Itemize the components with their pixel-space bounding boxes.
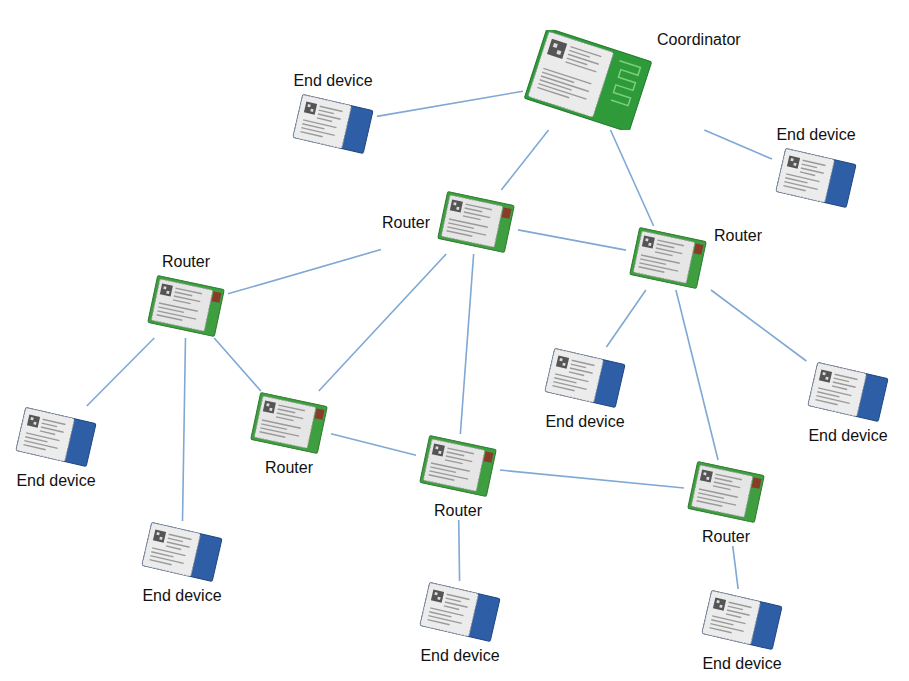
end-device-node: End device [541, 347, 629, 431]
router-node: Router [144, 252, 228, 338]
router-module [684, 460, 768, 524]
link-line [606, 290, 645, 347]
router-node: Router [247, 391, 331, 477]
node-label: End device [775, 125, 856, 144]
link-line [711, 290, 806, 361]
link-line [458, 520, 460, 581]
router-module [247, 391, 331, 455]
end-device-module [698, 589, 786, 651]
router-module [626, 226, 710, 290]
node-label: End device [807, 426, 888, 445]
router-node: Router [381, 190, 518, 254]
router-module [144, 274, 228, 338]
node-label: Router [713, 226, 763, 245]
link-line [377, 91, 523, 116]
link-line [228, 250, 381, 294]
end-device-node: End device [416, 581, 504, 665]
link-line [460, 254, 473, 434]
end-device-module [416, 581, 504, 643]
link-line [183, 338, 186, 521]
end-device-node: End device [289, 71, 377, 155]
end-device-module [12, 406, 100, 468]
coordinator-node: Coordinator [523, 30, 742, 130]
link-line [676, 290, 718, 460]
node-label: End device [15, 471, 96, 490]
link-line [733, 546, 738, 589]
link-line [214, 338, 261, 391]
link-line [501, 130, 548, 190]
link-line [87, 338, 154, 406]
node-label: Router [161, 252, 211, 271]
link-line [704, 130, 772, 159]
end-device-node: End device [772, 125, 860, 209]
end-device-node: End device [138, 521, 226, 605]
node-label: End device [292, 71, 373, 90]
node-label: End device [141, 586, 222, 605]
end-device-node: End device [698, 589, 786, 673]
node-label: End device [544, 412, 625, 431]
router-node: Router [684, 460, 768, 546]
end-device-node: End device [12, 406, 100, 490]
node-label: Router [433, 501, 483, 520]
end-device-module [804, 361, 892, 423]
node-label: Router [701, 527, 751, 546]
link-line [500, 470, 684, 488]
router-node: Router [626, 226, 763, 290]
link-line [319, 254, 446, 391]
router-node: Router [416, 434, 500, 520]
end-device-node: End device [804, 361, 892, 445]
end-device-module [772, 147, 860, 209]
router-module [434, 190, 518, 254]
link-line [610, 130, 653, 226]
node-label: Router [381, 213, 431, 232]
end-device-module [289, 93, 377, 155]
link-line [331, 434, 416, 456]
node-label: End device [419, 646, 500, 665]
end-device-module [541, 347, 629, 409]
node-label: Router [264, 458, 314, 477]
coordinator-module [523, 30, 653, 130]
end-device-module [138, 521, 226, 583]
node-label: End device [701, 654, 782, 673]
router-module [416, 434, 500, 498]
node-label: Coordinator [656, 30, 742, 49]
link-line [518, 230, 626, 250]
